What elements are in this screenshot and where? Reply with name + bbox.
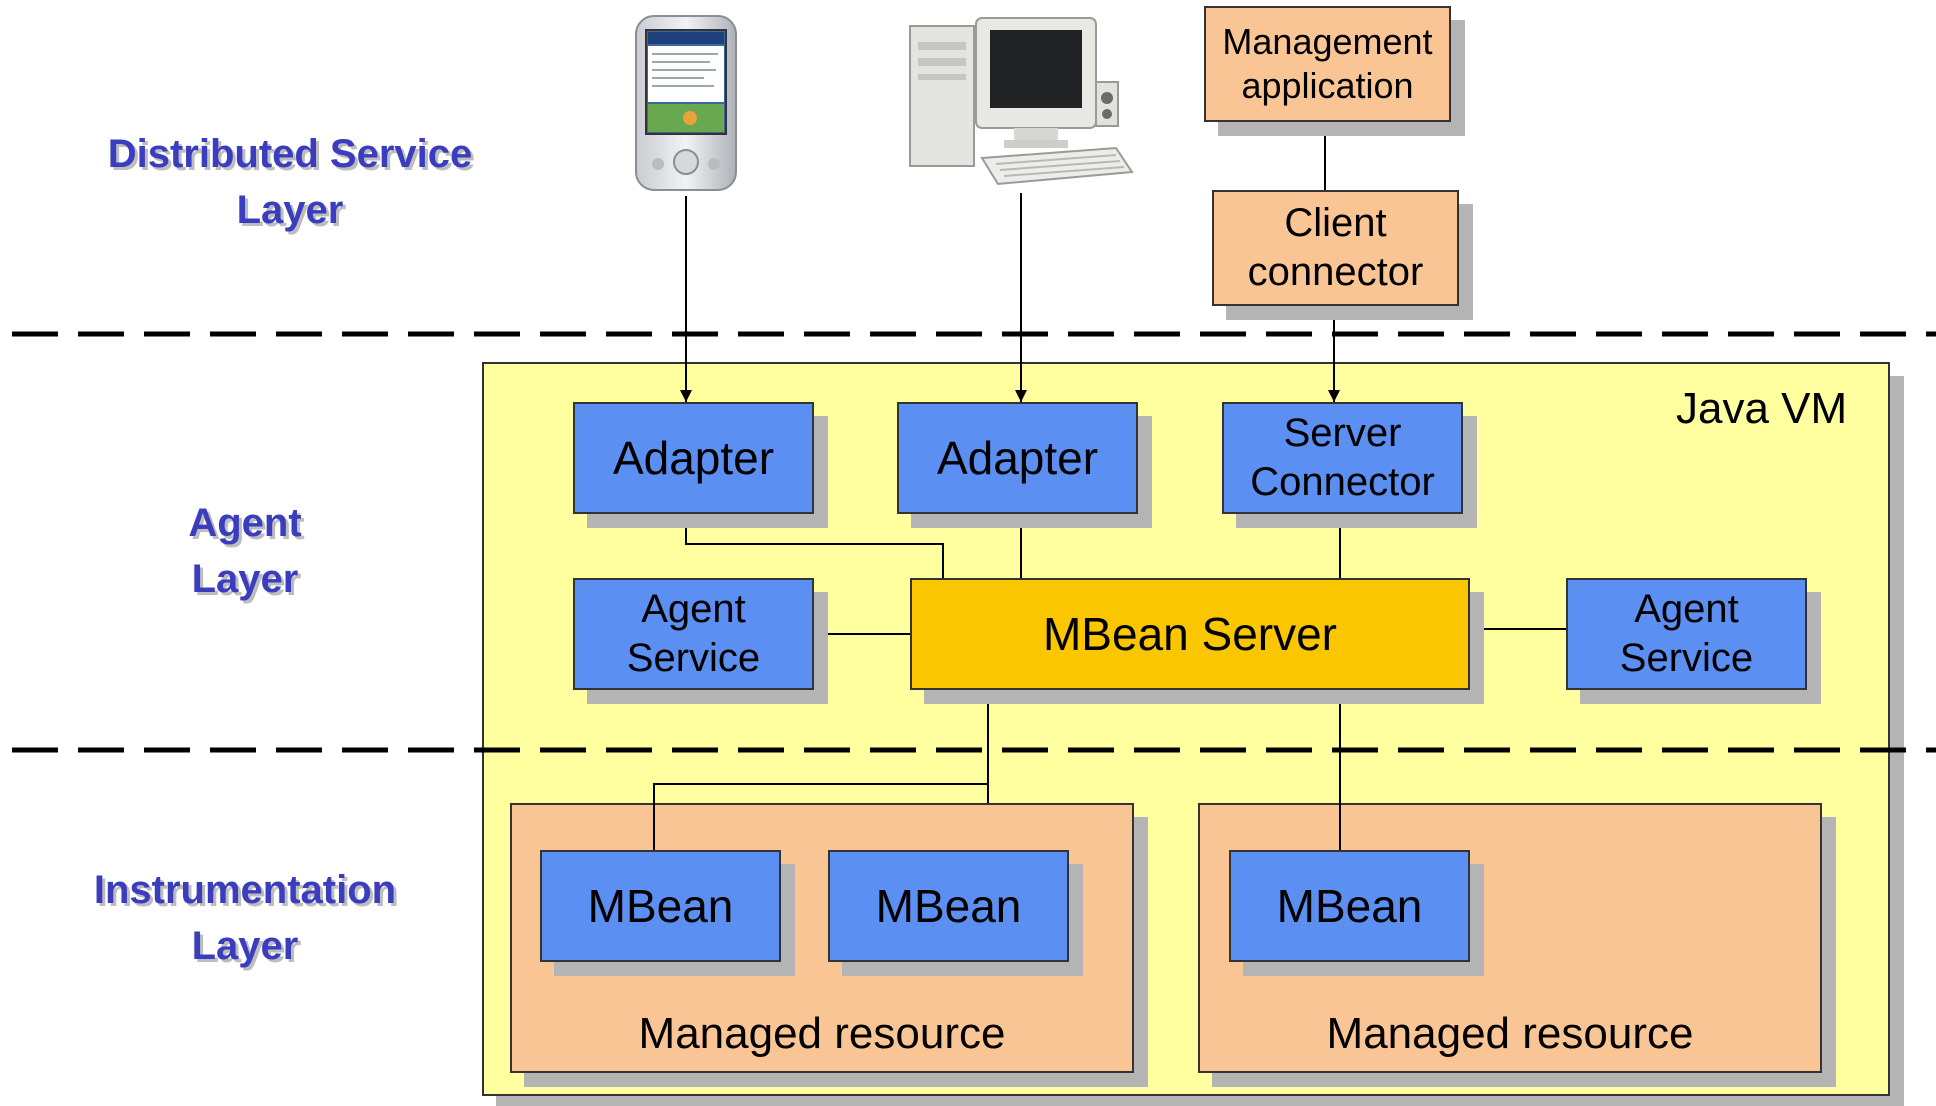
client-connector-box: Client connector (1212, 190, 1459, 306)
managed-resource-label: Managed resource (1326, 1009, 1694, 1059)
managed-resource-left: Managed resource (510, 803, 1134, 1073)
management-application-box: Management application (1204, 6, 1451, 122)
agent-layer-label: Agent Layer (188, 501, 302, 601)
layer-separator (12, 747, 1936, 753)
adapter-box: Adapter (573, 402, 814, 514)
mbean-box: MBean (540, 850, 781, 962)
java-vm-label: Java VM (1676, 384, 1848, 433)
managed-resource-label: Managed resource (638, 1009, 1006, 1059)
adapter-box: Adapter (897, 402, 1138, 514)
server-connector-box: Server Connector (1222, 402, 1463, 514)
distributed-service-layer-label: Distributed Service Layer (107, 132, 473, 232)
mbean-server-box: MBean Server (910, 578, 1470, 690)
mbean-box: MBean (828, 850, 1069, 962)
agent-service-box-left: Agent Service (573, 578, 814, 690)
pda-icon (635, 15, 737, 191)
layer-separator (12, 331, 1936, 337)
desktop-computer-icon (909, 17, 1134, 186)
mbean-box: MBean (1229, 850, 1470, 962)
agent-service-box-right: Agent Service (1566, 578, 1807, 690)
instrumentation-layer-label: Instrumentation Layer (93, 868, 397, 968)
